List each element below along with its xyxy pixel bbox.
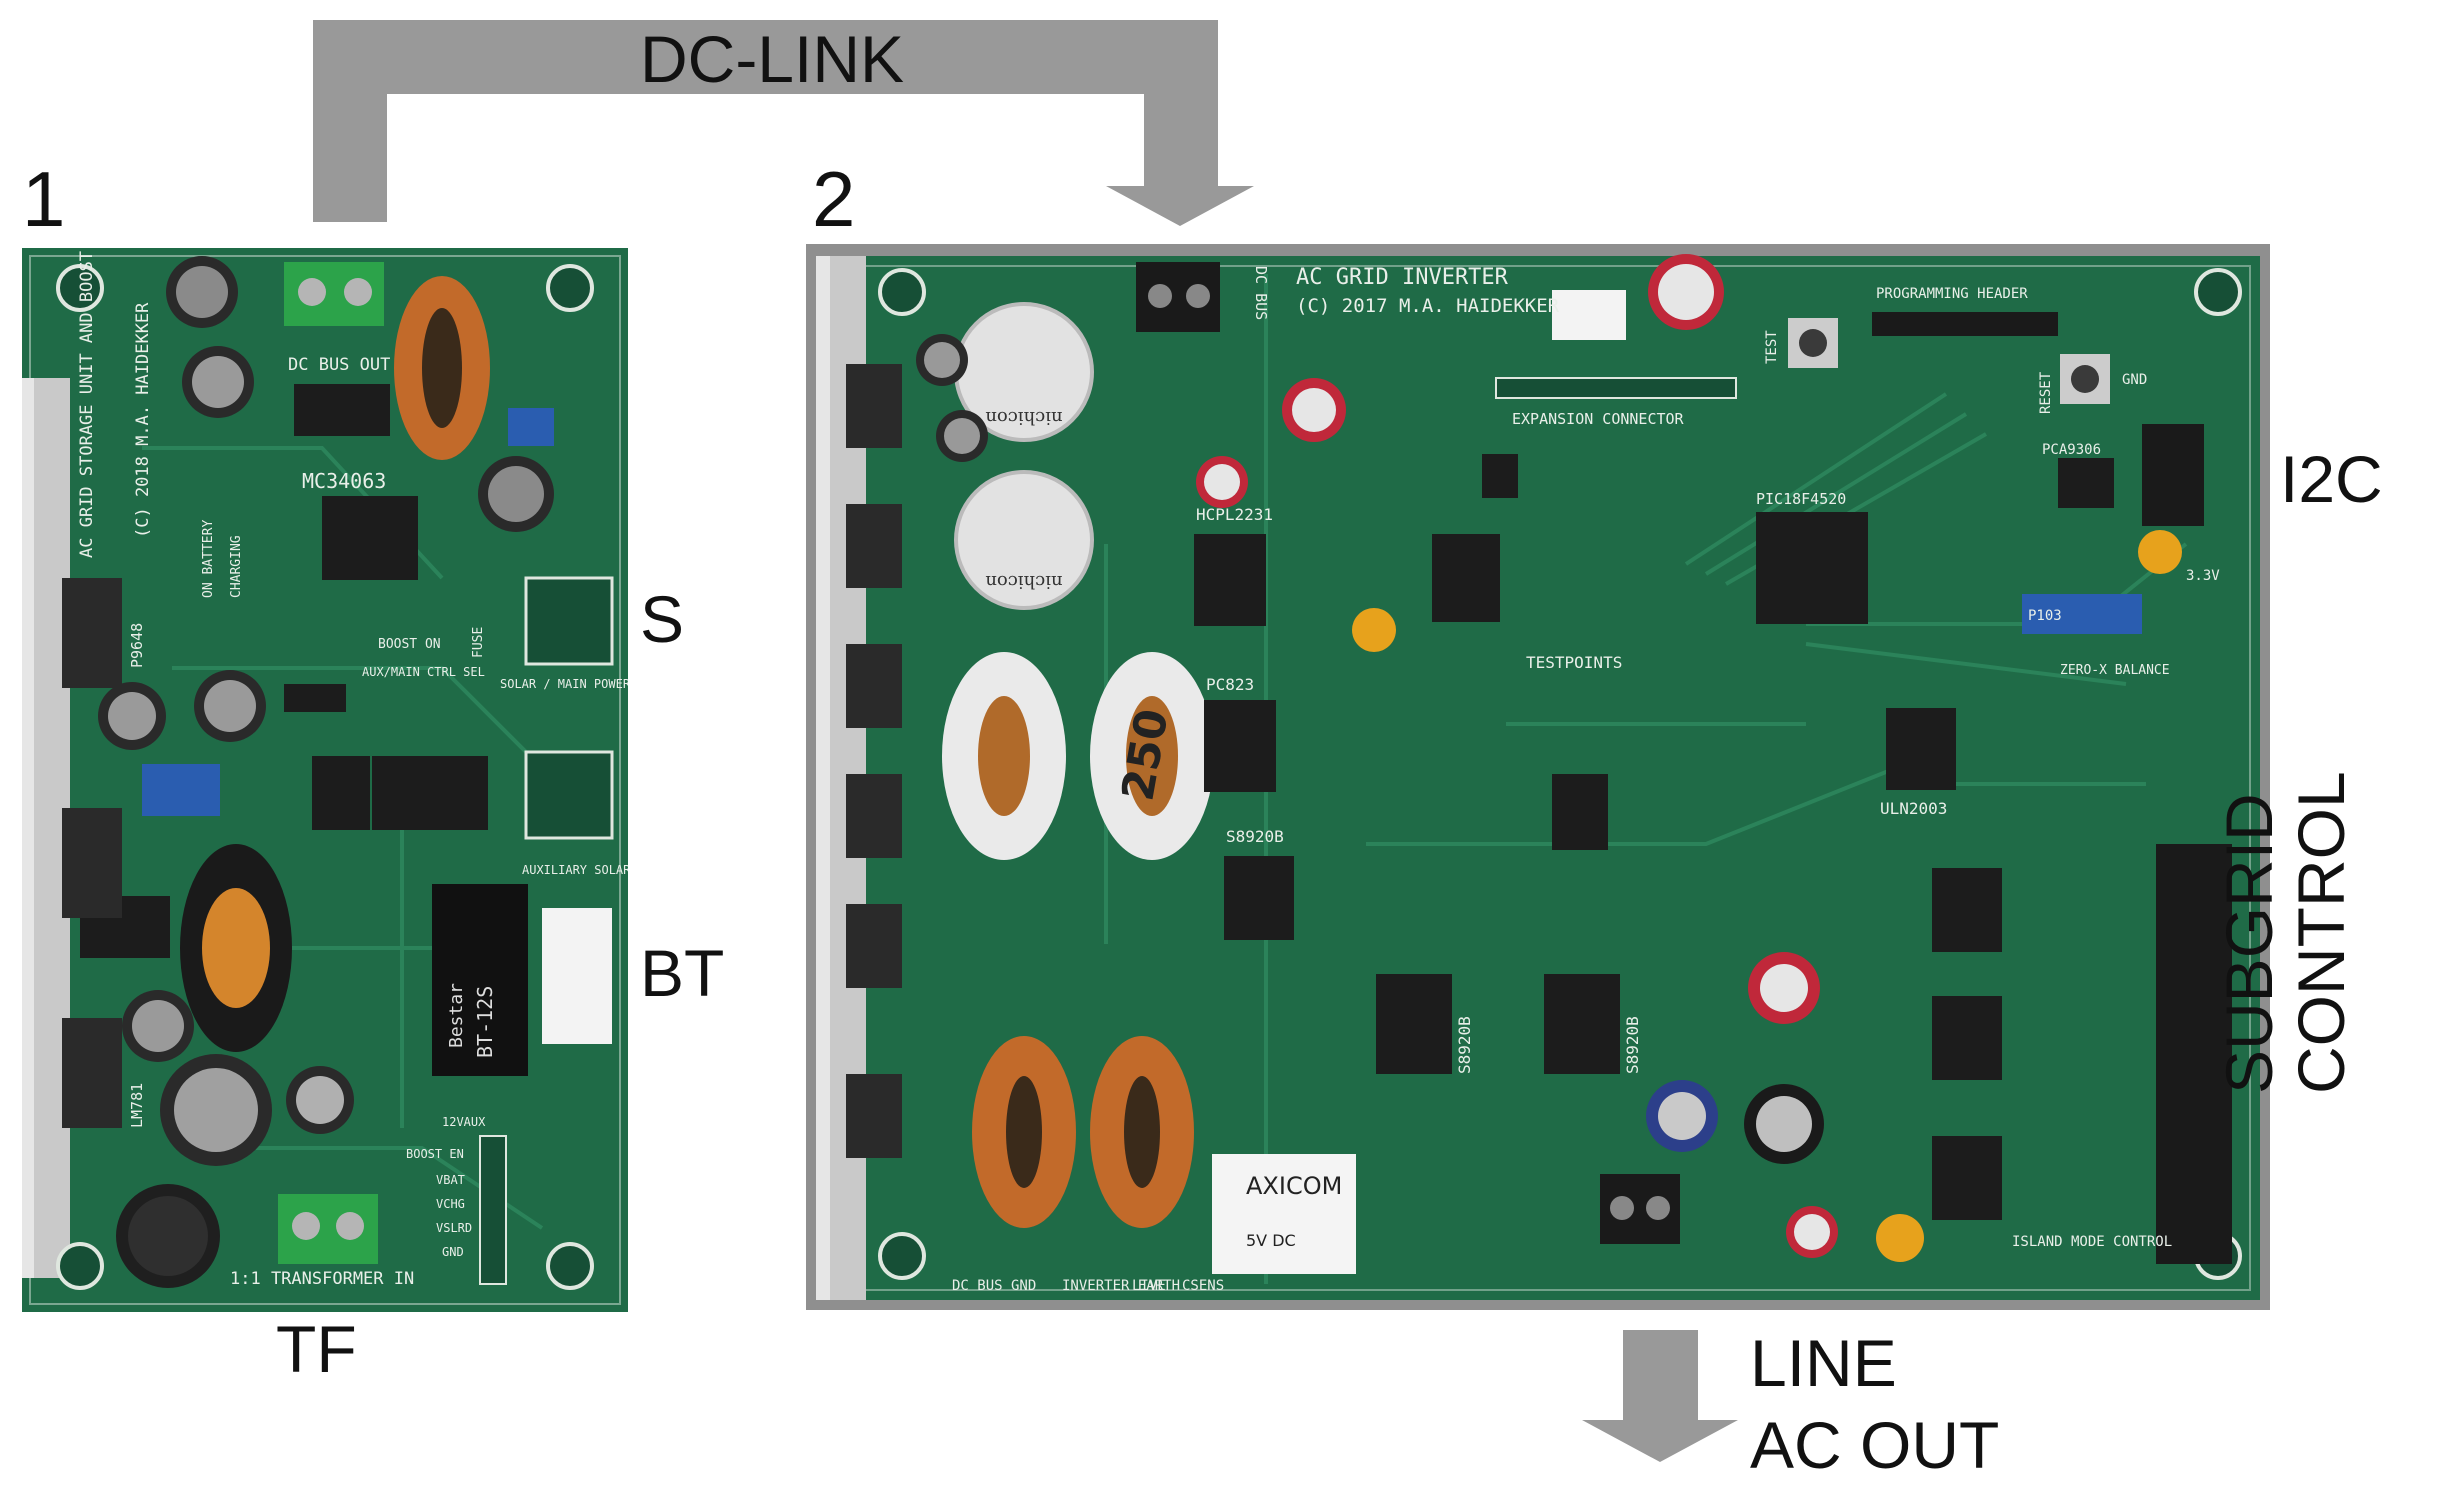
board1-photo: AC GRID STORAGE UNIT AND BOOST CONVERTER… (22, 248, 628, 1312)
board1-pin-gnd: GND (442, 1245, 464, 1259)
board1-title-silk: AC GRID STORAGE UNIT AND BOOST CONVERTER (77, 248, 97, 558)
board2-pc823-silk: PC823 (1206, 675, 1254, 694)
board2-tp-inverter-earth: INVERTER EARTH (1062, 1278, 1180, 1294)
board2-island-mode-silk: ISLAND MODE CONTROL (2012, 1234, 2172, 1250)
board2-testpoints-silk: TESTPOINTS (1526, 653, 1622, 672)
board1-boost-on-silk: BOOST ON (378, 637, 441, 652)
board2-pca9306-silk: PCA9306 (2042, 442, 2101, 458)
board1-fuse-silk: FUSE (471, 627, 486, 658)
board2-relay-brand: AXICOM (1246, 1172, 1342, 1200)
board2-tp-csens: CSENS (1182, 1278, 1224, 1294)
board1-aux-solar-silk: AUXILIARY SOLAR (522, 863, 628, 877)
board1-charging-silk: CHARGING (229, 535, 244, 598)
subgrid-line1: SUBGRID (2212, 793, 2286, 1094)
dc-link-label: DC-LINK (640, 22, 905, 96)
board2-number: 2 (812, 155, 856, 243)
line-out-label-2: AC OUT (1750, 1408, 2000, 1482)
s-label: S (640, 582, 685, 656)
board1-mc34063-silk: MC34063 (302, 469, 386, 493)
board1-pin-boost-en: BOOST EN (406, 1147, 464, 1161)
board2-title-silk: AC GRID INVERTER (1296, 265, 1509, 290)
board1-copyright-silk: (C) 2018 M.A. HAIDEKKER (133, 302, 153, 538)
board1-on-battery-silk: ON BATTERY (201, 520, 216, 598)
board2-33v-silk: 3.3V (2186, 568, 2220, 584)
board2-relay-voltage: 5V DC (1246, 1231, 1296, 1250)
board2-cap1-label: nichicon (985, 407, 1063, 428)
dc-link-arrow-shape (313, 20, 1254, 226)
tf-label: TF (276, 1312, 357, 1386)
board1-pin-vbat: VBAT (436, 1173, 465, 1187)
board2-test-silk: TEST (1764, 330, 1780, 364)
board2-tp-dc-bus-gnd: DC BUS GND (952, 1278, 1036, 1294)
board2-copyright-silk: (C) 2017 M.A. HAIDEKKER (1296, 295, 1560, 317)
board2-programming-header-silk: PROGRAMMING HEADER (1876, 286, 2028, 302)
board1-solar-main-silk: SOLAR / MAIN POWER IN (500, 677, 628, 691)
board1-aux-main-silk: AUX/MAIN CTRL SEL (362, 665, 485, 679)
board1-transformer-in-silk: 1:1 TRANSFORMER IN (230, 1269, 414, 1289)
board2-photo: nichicon nichicon 250 AXICOM 5V DC (806, 244, 2270, 1310)
board1-number: 1 (22, 155, 66, 243)
board2-dc-bus-silk: DC BUS (1252, 266, 1270, 320)
board2-cap2-label: nichicon (985, 571, 1063, 592)
board1-relay-model-silk: BT-12S (473, 986, 497, 1058)
board2-s8920b-1-silk: S8920B (1226, 827, 1284, 846)
i2c-label: I2C (2280, 442, 2383, 516)
board2-reset-silk: RESET (2038, 371, 2054, 414)
board1-pin-12vaux: 12VAUX (442, 1115, 486, 1129)
board2-s8920b-3-silk: S8920B (1623, 1016, 1642, 1074)
board2-gnd-silk: GND (2122, 372, 2147, 388)
board2-s8920b-2-silk: S8920B (1455, 1016, 1474, 1074)
board1-relay-brand-silk: Bestar (446, 983, 467, 1048)
board2-pot-silk: P103 (2028, 608, 2062, 624)
board2-expansion-connector-silk: EXPANSION CONNECTOR (1512, 410, 1685, 428)
board2-mcu-silk: PIC18F4520 (1756, 490, 1846, 508)
board1-pin-vchg: VCHG (436, 1197, 465, 1211)
board2-zero-x-silk: ZERO-X BALANCE (2060, 663, 2170, 678)
line-out-arrow-shape (1582, 1330, 1738, 1462)
subgrid-line2: CONTROL (2284, 771, 2358, 1094)
board1-transistor-silk: P9648 (128, 623, 146, 668)
subgrid-control-label: SUBGRID CONTROL (2212, 614, 2358, 1154)
board1-regulator-silk: LM781 (128, 1083, 146, 1128)
line-out-label-1: LINE (1750, 1326, 1897, 1400)
board1-pin-vslrd: VSLRD (436, 1221, 472, 1235)
board2-hcpl-silk: HCPL2231 (1196, 505, 1273, 524)
board2-uln2003-silk: ULN2003 (1880, 799, 1947, 818)
board1-dc-bus-out-silk: DC BUS OUT (288, 355, 390, 375)
board2-tp-live: LIVE (1132, 1278, 1166, 1294)
bt-label: BT (640, 936, 725, 1010)
